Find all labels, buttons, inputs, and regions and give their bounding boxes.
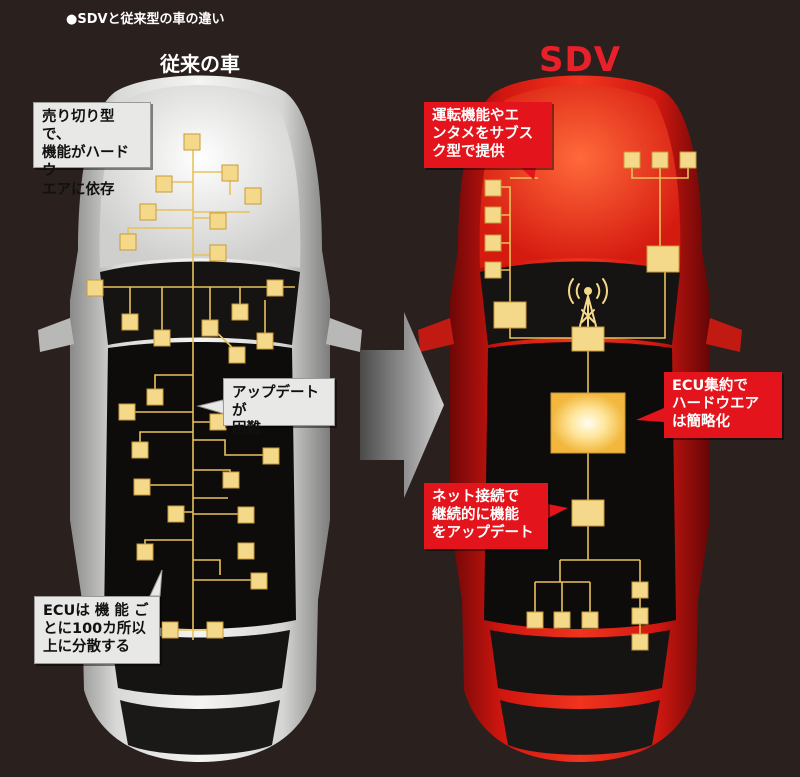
conventional-ecu-boxes (86, 133, 284, 639)
ecu-box (201, 319, 219, 337)
ecu-box (623, 151, 641, 169)
ecu-box (484, 261, 502, 279)
ecu-box (631, 581, 649, 599)
ecu-box (153, 329, 171, 347)
ecu-box (161, 621, 179, 639)
ecu-box (228, 346, 246, 364)
antenna-icon (568, 278, 608, 327)
callout-update-difficult: アップデートが 困難 (223, 378, 335, 437)
callout-subscription: 運転機能やエ ンタメをサブス ク型で提供 (424, 102, 552, 168)
ecu-box-zone (571, 326, 605, 352)
windshield (100, 261, 300, 345)
conventional-car-heading: 従来の車 (160, 52, 240, 76)
ecu-box-zone (571, 499, 605, 527)
ecu-box (146, 388, 164, 406)
mirror-right (706, 318, 742, 352)
ecu-box (209, 244, 227, 262)
ecu-box (631, 607, 649, 625)
ecu-box (136, 543, 154, 561)
ecu-box (244, 187, 262, 205)
ecu-box (139, 203, 157, 221)
ecu-box (256, 332, 274, 350)
callout-ecu-distributed: ECUは 機 能 ご とに100カ所以 上に分散する (34, 596, 160, 664)
ecu-box (155, 175, 173, 193)
callout-ecu-integrated: ECU集約で ハードウエア は簡略化 (664, 372, 782, 438)
ecu-box (209, 212, 227, 230)
cabin-roof (484, 342, 676, 629)
sdv-ecu-boxes (484, 151, 697, 651)
callout-sold-once: 売り切り型で、 機能がハードウ エアに依存 (33, 102, 151, 198)
sdv-heading: SDV (538, 40, 622, 80)
ecu-box (484, 234, 502, 252)
figure-caption: ●SDVと従来型の車の違い (66, 12, 225, 27)
arrow-right-icon (360, 312, 444, 498)
ecu-box (651, 151, 669, 169)
mirror-right (326, 318, 362, 352)
ecu-box (119, 233, 137, 251)
ecu-box (183, 133, 201, 151)
ecu-box (118, 403, 136, 421)
callout-network-update: ネット接続で 継続的に機能 をアップデート (424, 483, 548, 549)
ecu-box (167, 505, 185, 523)
ecu-box (553, 611, 571, 629)
ecu-box (526, 611, 544, 629)
central-ecu (550, 392, 626, 454)
ecu-box (131, 441, 149, 459)
ecu-box (484, 179, 502, 197)
ecu-box (222, 471, 240, 489)
ecu-box (231, 303, 249, 321)
rear-bumper (500, 700, 660, 755)
windshield (480, 261, 680, 345)
callout-pointers (149, 167, 664, 597)
ecu-box (266, 279, 284, 297)
ecu-box (631, 633, 649, 651)
ecu-box-zone (646, 245, 680, 273)
mirror-left (418, 318, 454, 352)
ecu-box (121, 313, 139, 331)
ecu-box (484, 206, 502, 224)
ecu-box (262, 447, 280, 465)
ecu-box (250, 572, 268, 590)
ecu-box (86, 279, 104, 297)
mirror-left (38, 318, 74, 352)
ecu-box (237, 506, 255, 524)
ecu-box (237, 542, 255, 560)
ecu-box (133, 478, 151, 496)
ecu-box (581, 611, 599, 629)
ecu-box (221, 164, 239, 182)
ecu-box (679, 151, 697, 169)
rear-window (490, 630, 670, 696)
rear-bumper (120, 700, 280, 755)
ecu-box (206, 621, 224, 639)
ecu-box-zone (493, 301, 527, 329)
